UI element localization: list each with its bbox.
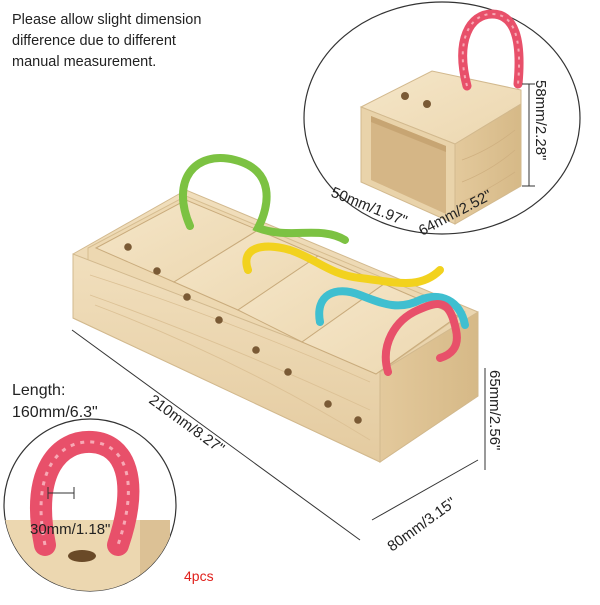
dim-box-length: 210mm/8.27" xyxy=(146,391,228,457)
dim-box-width: 80mm/3.15" xyxy=(384,494,459,555)
rope-inset xyxy=(3,418,177,592)
foraging-box xyxy=(71,154,486,541)
dim-box-height: 65mm/2.56" xyxy=(486,370,503,450)
cube-grain xyxy=(461,129,516,203)
box-grain xyxy=(89,274,371,441)
rope-blue xyxy=(315,287,469,329)
cube-rope-twist xyxy=(461,12,521,87)
dim-line-length xyxy=(71,329,361,541)
rope-green xyxy=(178,154,349,244)
rope-length-block: Length: 160mm/6.3" xyxy=(12,380,98,424)
cube-side xyxy=(454,103,522,225)
quantity-label: 4pcs xyxy=(184,568,214,584)
rope-hole xyxy=(68,550,96,562)
measurement-note: Please allow slight dimension difference… xyxy=(12,12,202,70)
cube-hole xyxy=(423,100,431,108)
rope-red xyxy=(381,300,461,376)
rope-length-value: 160mm/6.3" xyxy=(12,404,98,421)
dim-rope-thickness: 30mm/1.18" xyxy=(30,521,110,538)
cube-opening-shadow xyxy=(371,116,446,152)
rope-yellow xyxy=(242,242,444,287)
rope-length-label: Length: xyxy=(12,382,66,399)
cube-hole xyxy=(401,92,409,100)
cube-inset xyxy=(303,1,581,235)
dim-inset-height: 58mm/2.28" xyxy=(532,80,549,160)
dim-line-width xyxy=(371,459,479,521)
lid-holes xyxy=(124,222,392,424)
